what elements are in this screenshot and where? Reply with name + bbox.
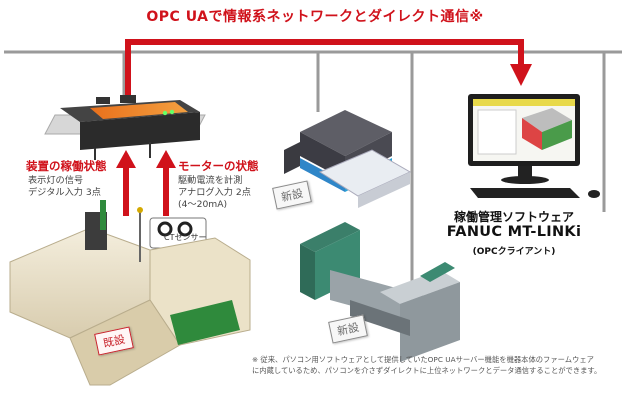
new-machine-lower bbox=[300, 222, 460, 362]
diagram-title: OPC UAで情報系ネットワークとダイレクト通信※ bbox=[146, 9, 484, 25]
motor-status-line: 駆動電流を計測 bbox=[178, 175, 243, 186]
new-machine-upper bbox=[284, 110, 412, 208]
motor-status-title: モーターの状態 bbox=[178, 159, 259, 173]
equipment-status-line: 表示灯の信号 bbox=[28, 175, 84, 186]
footnote: ※ 従来、パソコン用ソフトウェアとして提供していたOPC UAサーバー機能を機器… bbox=[252, 354, 624, 376]
motor-status-line: (4〜20mA) bbox=[178, 199, 228, 210]
signal-arrows bbox=[116, 150, 176, 216]
equipment-status-line: デジタル入力 3点 bbox=[28, 187, 101, 198]
client-software-title: 稼働管理ソフトウェア bbox=[453, 210, 574, 224]
direct-communication-arrow bbox=[125, 39, 532, 96]
existing-machine bbox=[9, 200, 251, 386]
motor-status-line: アナログ入力 2点 bbox=[178, 187, 251, 198]
pc-client bbox=[468, 94, 600, 198]
client-software-name: FANUC MT-LINKi bbox=[446, 224, 582, 240]
footnote-line: に内蔵しているため、パソコンを介さずダイレクトに上位ネットワークとデータ通信する… bbox=[252, 366, 602, 375]
equipment-status-notes: 表示灯の信号 デジタル入力 3点 bbox=[28, 175, 101, 199]
client-software-subtitle: (OPCクライアント) bbox=[472, 247, 556, 257]
ct-sensor-label: CTセンサー bbox=[164, 233, 207, 242]
footnote-line: ※ 従来、パソコン用ソフトウェアとして提供していたOPC UAサーバー機能を機器… bbox=[252, 355, 594, 364]
equipment-status-title: 装置の稼働状態 bbox=[26, 159, 107, 173]
motor-status-notes: 駆動電流を計測 アナログ入力 2点 (4〜20mA) bbox=[178, 175, 251, 211]
io-module bbox=[44, 95, 206, 160]
